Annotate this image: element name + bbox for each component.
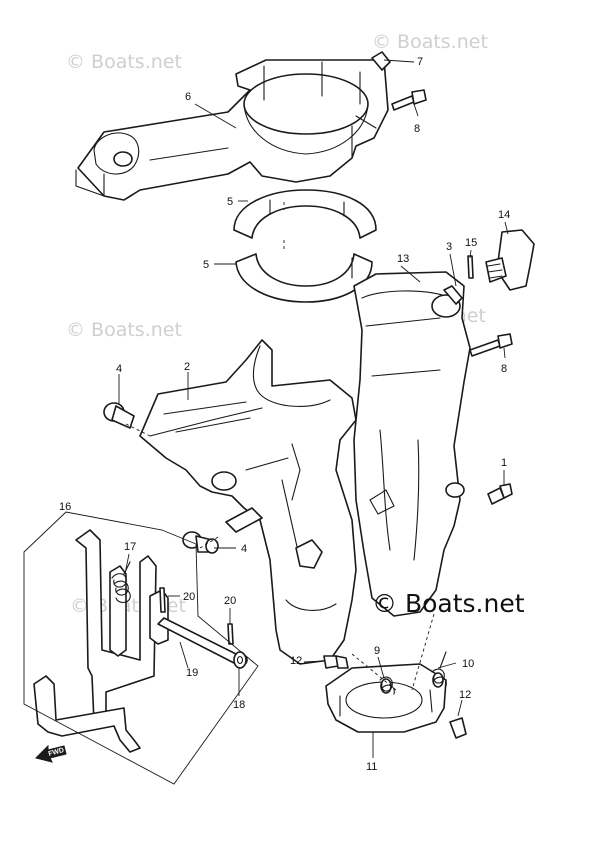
callout-5-upper: 5	[227, 196, 233, 208]
part-15-cotter-pin	[467, 255, 474, 279]
part-11-steering-bracket	[325, 663, 447, 733]
part-10-spring	[431, 651, 447, 687]
callout-9: 9	[374, 645, 380, 657]
callout-4-upper: 4	[116, 363, 122, 375]
part-4-plug-upper	[103, 402, 135, 429]
watermark-mid-left: © Boats.net	[66, 319, 182, 341]
part-13-swivel-case	[353, 271, 471, 617]
fwd-arrow-icon: FWD	[35, 744, 67, 763]
callouts: 6 7 8 5 5 13 3 15 14 8 4 2 1 16 4 17 20 …	[59, 56, 510, 773]
callout-15: 15	[465, 237, 477, 249]
callout-1: 1	[501, 457, 507, 469]
part-6-swivel-upper-bracket	[75, 59, 389, 201]
part-4-plug-lower	[182, 531, 219, 554]
part-18-washer	[233, 651, 247, 669]
brand-boats-net: © Boats.net	[372, 589, 525, 618]
callout-8-upper: 8	[414, 123, 420, 135]
callout-20-left: 20	[183, 591, 195, 603]
callout-5-lower: 5	[203, 259, 209, 271]
part-2-swivel-bracket	[139, 339, 357, 665]
part-12-bolt-right	[449, 717, 467, 739]
callout-20-right: 20	[224, 595, 236, 607]
watermark-top-right: © Boats.net	[372, 31, 488, 53]
part-14-knob	[485, 229, 535, 291]
part-8-bolt-upper	[391, 89, 427, 111]
callout-18: 18	[233, 699, 245, 711]
assembly-lines	[125, 202, 435, 691]
callout-7: 7	[417, 56, 423, 68]
part-12-bolt-left	[323, 655, 349, 669]
fwd-label: FWD	[48, 747, 65, 758]
watermark-top-left: © Boats.net	[66, 51, 182, 73]
callout-4-lower: 4	[241, 543, 247, 555]
callout-12-right: 12	[459, 689, 471, 701]
callout-8-lower: 8	[501, 363, 507, 375]
callout-19: 19	[186, 667, 198, 679]
callout-3: 3	[446, 241, 452, 253]
part-16-group-frame	[23, 511, 259, 785]
callout-16: 16	[59, 501, 71, 513]
part-20-cotter-pin-b	[227, 623, 234, 645]
part-5-bushing-upper	[233, 189, 377, 239]
part-20-cotter-pin-a	[159, 587, 166, 613]
part-7-bushing	[371, 51, 391, 71]
part-5-bushing-lower	[235, 253, 373, 303]
part-16-tilt-handle	[33, 529, 169, 753]
callout-12-left: 12	[290, 655, 302, 667]
callout-6: 6	[185, 91, 191, 103]
part-3-pin	[443, 285, 463, 305]
part-8-bolt-lower	[469, 333, 513, 357]
part-1-grease-nipple	[487, 483, 513, 505]
callout-11: 11	[366, 761, 377, 773]
callout-10: 10	[462, 658, 474, 670]
callout-14: 14	[498, 209, 510, 221]
callout-17: 17	[124, 541, 136, 553]
leader-lines	[118, 59, 509, 758]
callout-13: 13	[397, 253, 409, 265]
callout-2: 2	[184, 361, 190, 373]
